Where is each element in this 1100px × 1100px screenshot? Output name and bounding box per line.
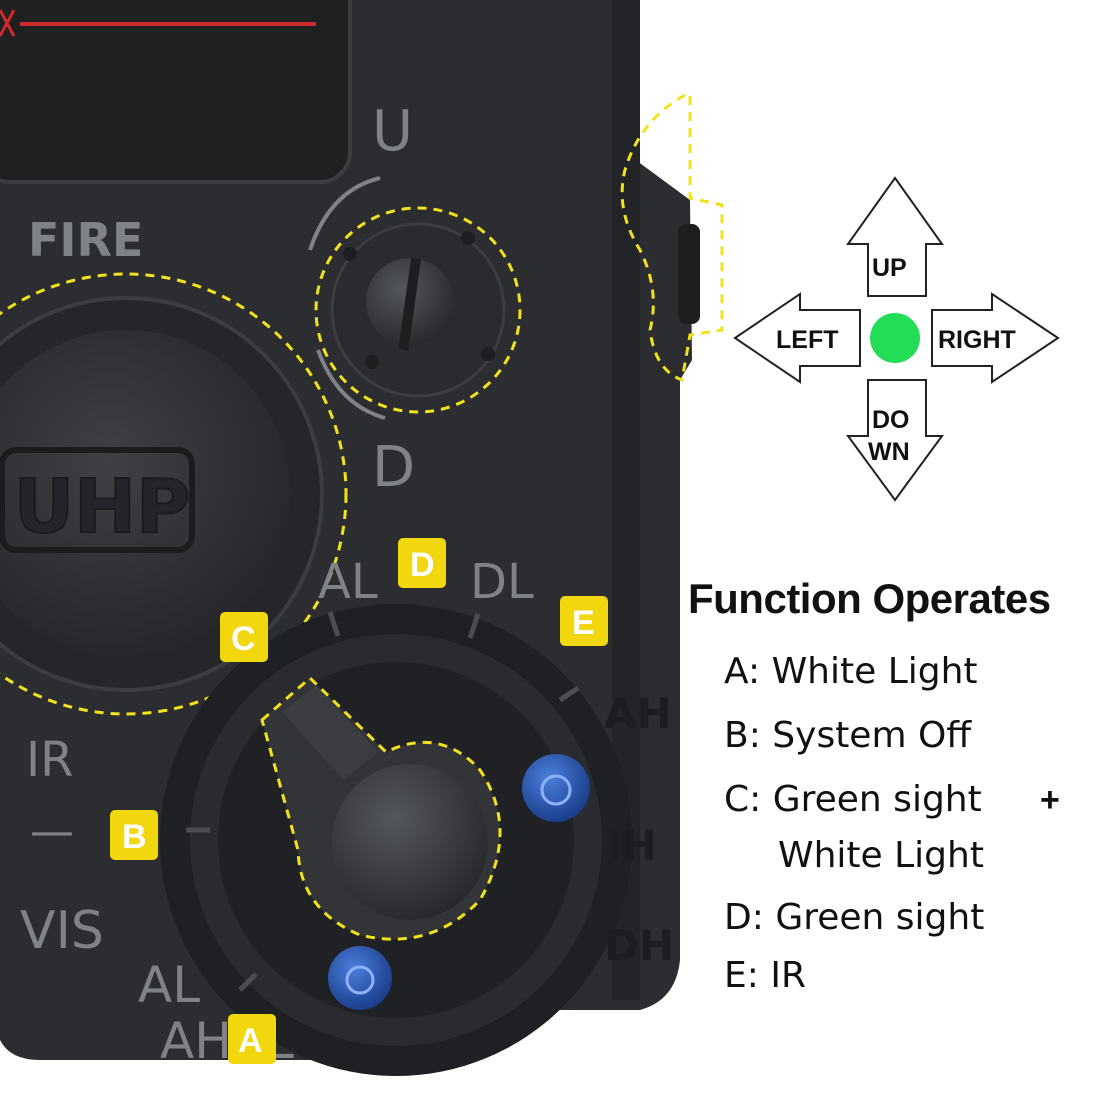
legend-text: System Off [772, 715, 972, 756]
svg-text:C: C [231, 620, 256, 658]
legend-key: B: [724, 715, 761, 756]
direction-pad: UP LEFT RIGHT DO WN [733, 176, 1060, 502]
badge-c: C [220, 612, 268, 662]
ah-right-engraving: AH [604, 689, 672, 738]
down-label-line2: WN [868, 438, 910, 466]
legend-item-c-continued: White Light [778, 835, 984, 876]
up-arrow-icon [846, 176, 944, 297]
fire-engraving: FIRE [28, 213, 143, 267]
down-arc [316, 349, 386, 420]
legend-key: A: [724, 651, 761, 692]
legend-key: E: [724, 955, 759, 996]
legend-text: Green sight [772, 779, 982, 820]
right-arrow-icon [931, 292, 1060, 384]
svg-text:D: D [410, 546, 435, 584]
mode-selector[interactable] [160, 604, 632, 1076]
uhp-label: UHP [14, 464, 190, 550]
badge-a: A [228, 1014, 276, 1064]
vis-engraving: VIS [20, 901, 104, 961]
legend-plus: + [1040, 781, 1060, 819]
display-window [0, 0, 352, 184]
center-green-dot [870, 313, 920, 363]
function-legend: Function Operates A: White Light B: Syst… [688, 575, 1100, 1005]
legend-text: White Light [778, 835, 984, 876]
side-pin [678, 224, 700, 324]
legend-item-a: A: White Light [724, 651, 978, 692]
windage-adjuster[interactable] [314, 206, 522, 414]
blue-screw-lower [328, 946, 392, 1010]
badge-d: D [398, 538, 446, 588]
laser-mark [0, 9, 16, 37]
legend-text: Green sight [775, 897, 985, 938]
al-top-engraving: AL [318, 554, 378, 610]
blue-screw-upper [522, 754, 590, 822]
down-arrow-icon [846, 379, 944, 502]
legend-item-d: D: Green sight [724, 897, 984, 938]
ih-right-engraving: IH [606, 821, 657, 870]
legend-item-e: E: IR [724, 955, 806, 996]
uhp-fire-button[interactable]: UHP [0, 272, 348, 716]
svg-text:E: E [572, 604, 595, 642]
legend-key: C: [724, 779, 762, 820]
side-highlight [620, 93, 724, 383]
al-lower-engraving: AL [138, 956, 200, 1014]
dh-right-engraving: DH [604, 921, 674, 970]
left-label: LEFT [776, 326, 839, 354]
side-rail [612, 0, 640, 1000]
dl-engraving: DL [470, 554, 534, 610]
down-label-line1: DO [872, 406, 910, 434]
up-arc [308, 176, 381, 251]
down-engraving: D [372, 435, 415, 500]
legend-title: Function Operates [688, 575, 1051, 622]
legend-item-c: C: Green sight [724, 779, 982, 820]
legend-key: D: [724, 897, 764, 938]
ah-lower-engraving: AH [160, 1012, 232, 1070]
svg-text:B: B [122, 818, 147, 856]
badge-b: B [110, 810, 158, 860]
svg-text:A: A [238, 1022, 263, 1060]
badge-e: E [560, 596, 608, 646]
legend-text: IR [770, 955, 806, 996]
right-label: RIGHT [938, 326, 1016, 354]
up-label: UP [872, 254, 907, 282]
left-arrow-icon [733, 292, 861, 384]
off-dash-engraving: — [30, 806, 74, 857]
up-engraving: U [372, 99, 413, 164]
legend-item-b: B: System Off [724, 715, 971, 756]
legend-text: White Light [771, 651, 978, 692]
ir-engraving: IR [26, 732, 74, 788]
